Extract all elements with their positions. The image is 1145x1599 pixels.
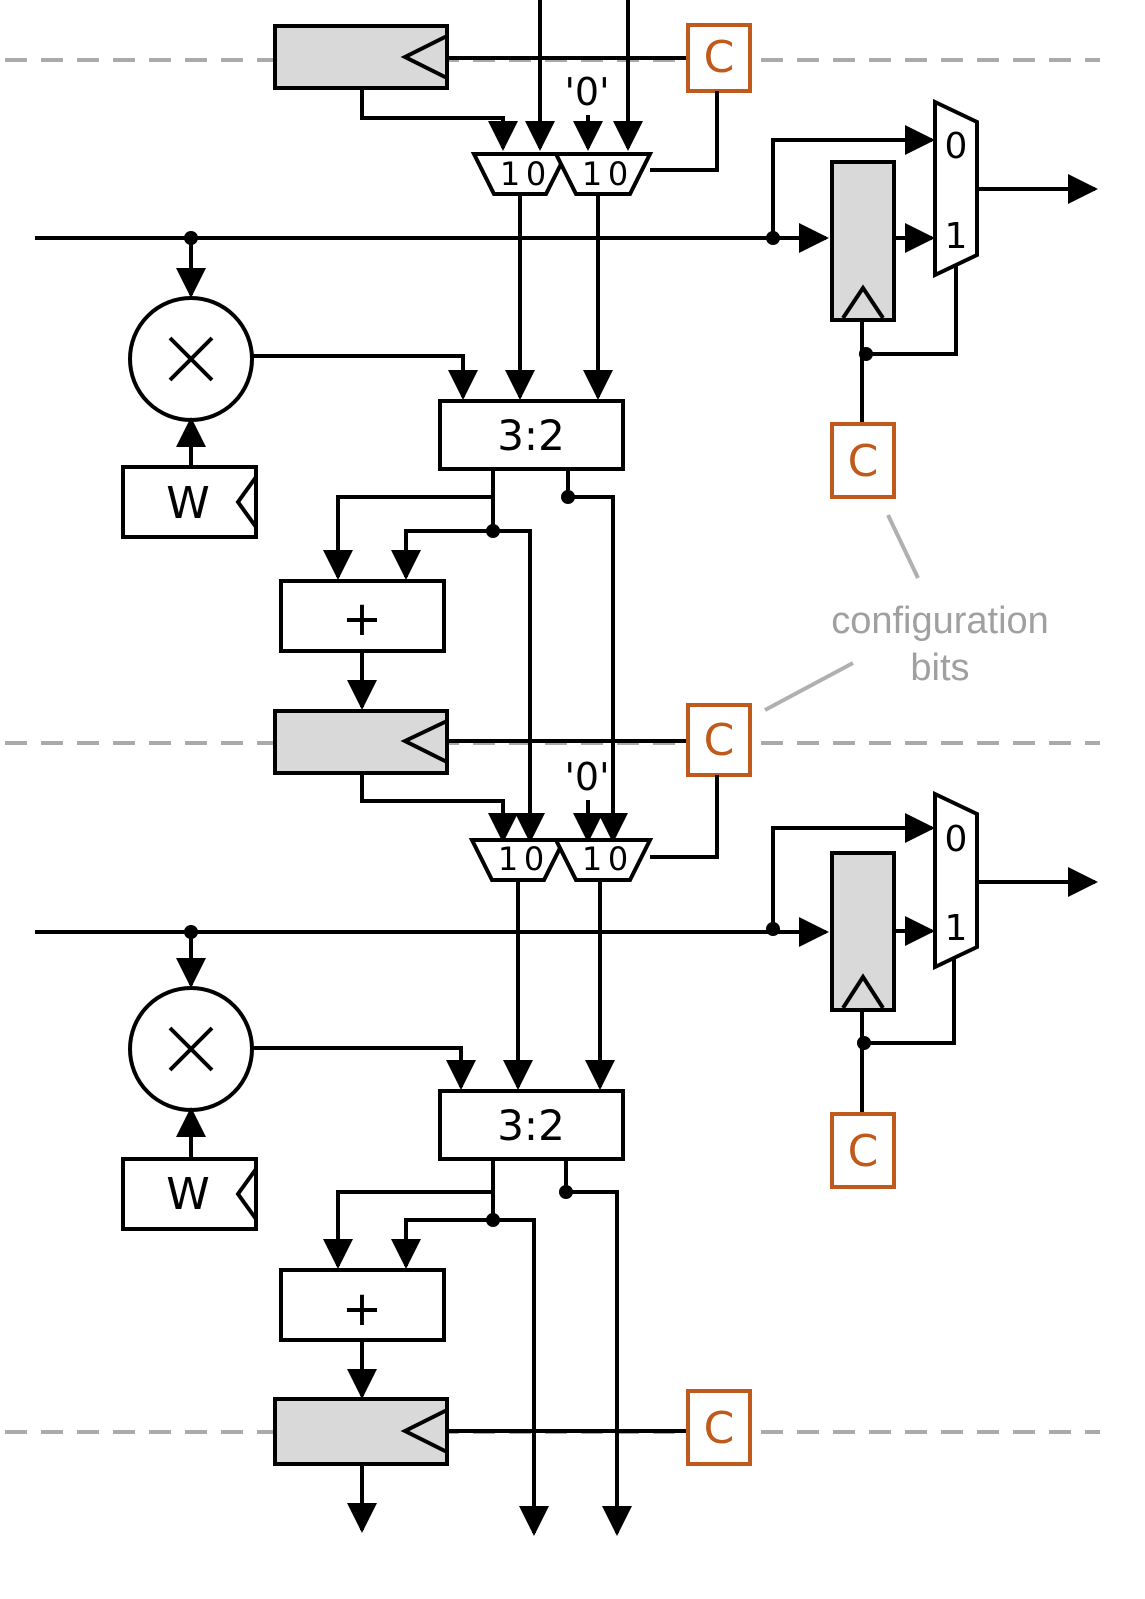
zero-constant: '0' xyxy=(564,70,609,114)
pipeline-register xyxy=(273,1397,449,1466)
config-bit-label: C xyxy=(848,1126,879,1177)
output-mux xyxy=(933,98,979,279)
output-mux xyxy=(933,790,979,971)
config-bit-label: C xyxy=(848,436,879,487)
mux-input-label: 1 xyxy=(582,155,602,193)
input-mux-left xyxy=(468,838,568,882)
mux-input-label: 1 xyxy=(498,840,518,878)
clock-triangle-icon xyxy=(400,1408,448,1454)
mux-input-label: 1 xyxy=(945,908,968,949)
compressor-3-2 xyxy=(438,1089,625,1161)
annotation-text: bits xyxy=(910,647,969,689)
input-mux-right xyxy=(552,838,654,882)
mux-input-label: 1 xyxy=(582,840,602,878)
zero-constant: '0' xyxy=(564,755,609,799)
config-bit xyxy=(686,703,752,777)
config-bit xyxy=(830,422,896,499)
mux-input-label: 0 xyxy=(608,840,628,878)
pipeline-register xyxy=(273,24,449,90)
stage-1: C '0' 1 0 1 0 W 3:2 xyxy=(35,0,1098,843)
pipeline-register xyxy=(273,709,449,775)
config-bit-label: C xyxy=(704,1403,735,1454)
mux-input-label: 0 xyxy=(608,155,628,193)
mux-input-label: 0 xyxy=(945,126,968,167)
clock-triangle-icon xyxy=(400,34,448,80)
config-bit xyxy=(686,1389,752,1466)
input-mux-left xyxy=(470,152,570,196)
mux-input-label: 1 xyxy=(945,216,968,257)
mux-input-label: 0 xyxy=(526,155,546,193)
mux-input-label: 0 xyxy=(524,840,544,878)
weight-label: W xyxy=(166,1169,210,1220)
weight-register xyxy=(121,1157,258,1231)
mux-input-label: 0 xyxy=(945,819,968,860)
bypass-register xyxy=(830,160,896,322)
bypass-register xyxy=(830,851,896,1012)
stage-2: C '0' 1 0 1 0 W 3:2 + xyxy=(35,703,1098,1536)
config-bit xyxy=(686,23,752,93)
compressor-3-2 xyxy=(438,399,625,471)
config-bit-label: C xyxy=(704,715,735,766)
compressor-label: 3:2 xyxy=(497,1101,565,1150)
weight-label: W xyxy=(166,478,210,529)
config-bit xyxy=(830,1112,896,1189)
config-bit-label: C xyxy=(704,32,735,83)
adder-label: + xyxy=(342,1281,382,1337)
compressor-label: 3:2 xyxy=(497,411,565,460)
clock-triangle-icon xyxy=(400,719,448,764)
adder xyxy=(279,1268,446,1342)
mux-input-label: 1 xyxy=(500,155,520,193)
input-mux-right xyxy=(552,152,654,196)
annotation-text: configuration xyxy=(831,600,1049,642)
adder-label: + xyxy=(342,591,382,647)
weight-register xyxy=(121,465,258,539)
